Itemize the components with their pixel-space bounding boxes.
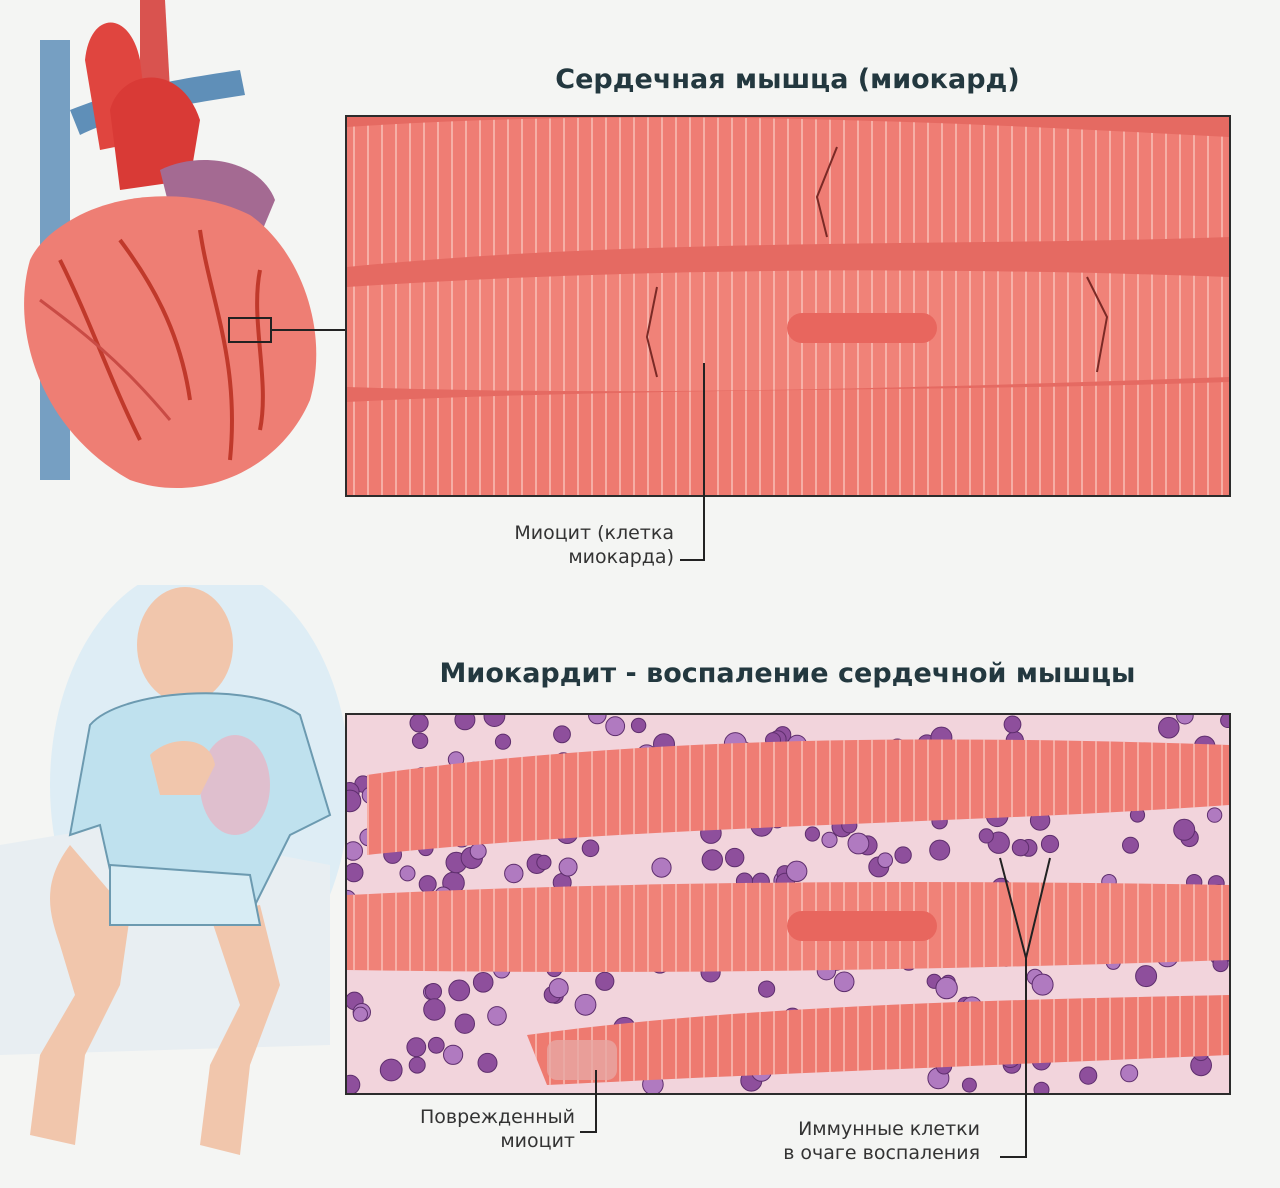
immune-cell — [423, 998, 446, 1021]
myocarditis-title: Миокардит - воспаление сердечной мышцы — [439, 658, 1136, 689]
immune-cell — [978, 828, 994, 844]
immune-cell — [448, 979, 471, 1002]
myocyte-label: Миоцит (клетка миокарда) — [514, 522, 674, 568]
immune-cell — [411, 732, 429, 749]
immune-cell — [443, 1044, 464, 1065]
immune-cell — [347, 1074, 361, 1093]
immune-cell — [1173, 818, 1196, 841]
immune-cell — [1158, 716, 1180, 739]
immune-cell — [536, 854, 552, 870]
immune-cell — [347, 862, 364, 883]
immune-cell — [424, 983, 443, 1001]
immune-cell — [605, 716, 626, 737]
immune-cell — [454, 1013, 476, 1034]
immune-cell — [408, 1056, 426, 1074]
immune-cell — [1135, 965, 1158, 988]
immune-cell — [833, 971, 855, 993]
immune-cell — [347, 789, 362, 813]
patient-illustration — [0, 585, 345, 1155]
immune-cell — [548, 978, 569, 999]
heart-muscle-title: Сердечная мышца (миокард) — [555, 64, 1020, 95]
myocardium-fibers — [347, 117, 1229, 495]
immune-cell — [553, 725, 571, 744]
immune-cell — [961, 1077, 977, 1093]
immune-cell — [418, 875, 437, 894]
immune-cell — [701, 849, 723, 871]
immune-cell — [1120, 1064, 1139, 1083]
immune-cell — [399, 865, 416, 882]
myocarditis-panel — [345, 713, 1231, 1095]
immune-cell — [472, 972, 494, 993]
immune-cell — [1031, 973, 1054, 996]
immune-cell — [477, 1052, 498, 1073]
immune-cell — [574, 993, 597, 1016]
immune-cell — [427, 1036, 445, 1054]
immune-cell — [595, 971, 615, 991]
immune-cell — [847, 832, 870, 855]
immune-cell — [379, 1058, 403, 1082]
immune-cell — [630, 717, 647, 734]
immune-cell — [1176, 715, 1194, 725]
immune-cell — [454, 715, 476, 731]
immune-cell — [758, 980, 776, 998]
immune-cell — [352, 1006, 368, 1022]
immune-cell — [1206, 807, 1223, 823]
immune-cell — [929, 839, 951, 861]
myocarditis-fibers — [347, 715, 1229, 1093]
immune-cell — [406, 1037, 427, 1058]
immune-cell — [1220, 715, 1229, 728]
immune-cell — [1033, 1081, 1050, 1093]
immune-cell — [651, 857, 672, 878]
immune-cell — [821, 831, 838, 849]
damaged-myocyte-label: Поврежденный миоцит — [420, 1106, 575, 1152]
immune-cell — [588, 715, 607, 725]
immune-cells-label: Иммунные клетки в очаге воспаления — [783, 1118, 980, 1164]
heart-illustration — [24, 0, 345, 489]
immune-cell — [786, 860, 808, 883]
myocardium-panel — [345, 115, 1231, 497]
immune-cell — [494, 733, 512, 750]
immune-cell — [504, 863, 524, 884]
immune-cell — [409, 715, 429, 733]
immune-cell — [1079, 1066, 1098, 1085]
immune-cell — [725, 847, 745, 868]
immune-cell — [558, 857, 578, 877]
immune-cell — [894, 846, 912, 864]
immune-cell — [347, 841, 363, 861]
immune-cell — [1040, 834, 1060, 854]
immune-cell — [1003, 715, 1022, 734]
immune-cell — [935, 976, 958, 1000]
immune-cell — [804, 826, 820, 842]
immune-cell — [877, 852, 894, 868]
immune-cell — [1011, 839, 1030, 857]
immune-cell — [1122, 836, 1139, 854]
immune-cell — [469, 842, 487, 860]
immune-cell — [487, 1006, 507, 1026]
immune-cell — [483, 715, 506, 727]
immune-cell — [581, 839, 600, 858]
